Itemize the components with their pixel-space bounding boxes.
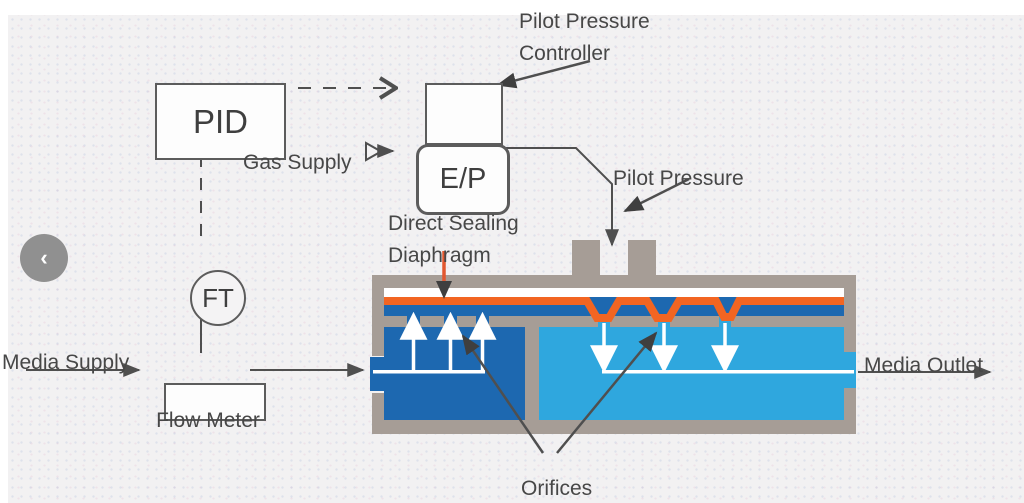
orifice-slot bbox=[598, 316, 610, 327]
flow-meter-label: Flow Meter bbox=[156, 409, 260, 432]
chamber-divider bbox=[525, 327, 539, 420]
control-valve-body bbox=[370, 240, 856, 434]
flow-transmitter-circle: FT bbox=[190, 270, 246, 326]
ep-converter-box: E/P bbox=[416, 144, 510, 215]
ft-label: FT bbox=[202, 282, 234, 313]
valve-right-wall-upper bbox=[844, 275, 856, 352]
pilot-pressure-controller-box bbox=[425, 83, 503, 145]
pilot-port-post-right bbox=[628, 240, 656, 277]
pid-controller-box: PID bbox=[155, 83, 286, 160]
outlet-flow-line bbox=[602, 370, 854, 374]
gas-supply-valve-symbol bbox=[365, 141, 384, 162]
process-diagram: PID E/P FT Pilot Pressure Controller Gas… bbox=[2, 10, 1024, 503]
pilot-port-post-left bbox=[572, 240, 600, 277]
pilot-air-gap bbox=[384, 288, 844, 297]
orifices-label: Orifices bbox=[521, 477, 593, 500]
carousel-prev-button[interactable]: ‹ bbox=[20, 234, 68, 282]
under-diaphragm-media bbox=[384, 297, 844, 316]
orifice-plate bbox=[384, 316, 844, 327]
media-outlet-label: Media Outlet bbox=[864, 354, 984, 377]
orifices-pointer-right bbox=[556, 331, 658, 454]
pilot-pressure-label: Pilot Pressure bbox=[613, 167, 744, 190]
media-inlet-port bbox=[370, 357, 384, 391]
valve-bottom-wall bbox=[372, 420, 856, 434]
media-supply-label: Media Supply bbox=[2, 351, 130, 374]
inlet-chamber bbox=[384, 327, 525, 420]
orifice-slot bbox=[658, 316, 670, 327]
orifice-slot bbox=[407, 316, 420, 327]
flow-meter-box bbox=[164, 383, 266, 421]
diaphragm-pointer-head bbox=[436, 281, 452, 299]
direct-sealing-diaphragm bbox=[384, 297, 844, 322]
outlet-chamber bbox=[539, 327, 844, 420]
gas-supply-label: Gas Supply bbox=[243, 151, 352, 174]
valve-left-wall-lower bbox=[372, 393, 384, 434]
pid-label: PID bbox=[192, 102, 248, 140]
pilot-pressure-controller-label: Pilot Pressure Controller bbox=[519, 10, 650, 65]
ep-label: E/P bbox=[439, 163, 487, 195]
orifice-slot bbox=[719, 316, 731, 327]
valve-top-wall bbox=[372, 275, 856, 288]
media-outlet-port bbox=[844, 352, 856, 388]
orifice-slot bbox=[444, 316, 457, 327]
direct-sealing-diaphragm-label: Direct Sealing Diaphragm bbox=[388, 212, 519, 267]
valve-right-wall-lower bbox=[844, 388, 856, 434]
chevron-left-icon: ‹ bbox=[40, 245, 48, 270]
inlet-flow-line bbox=[373, 370, 485, 374]
orifice-slot bbox=[476, 316, 489, 327]
orifices-pointer-left bbox=[461, 334, 545, 454]
valve-left-wall-upper bbox=[372, 275, 384, 356]
